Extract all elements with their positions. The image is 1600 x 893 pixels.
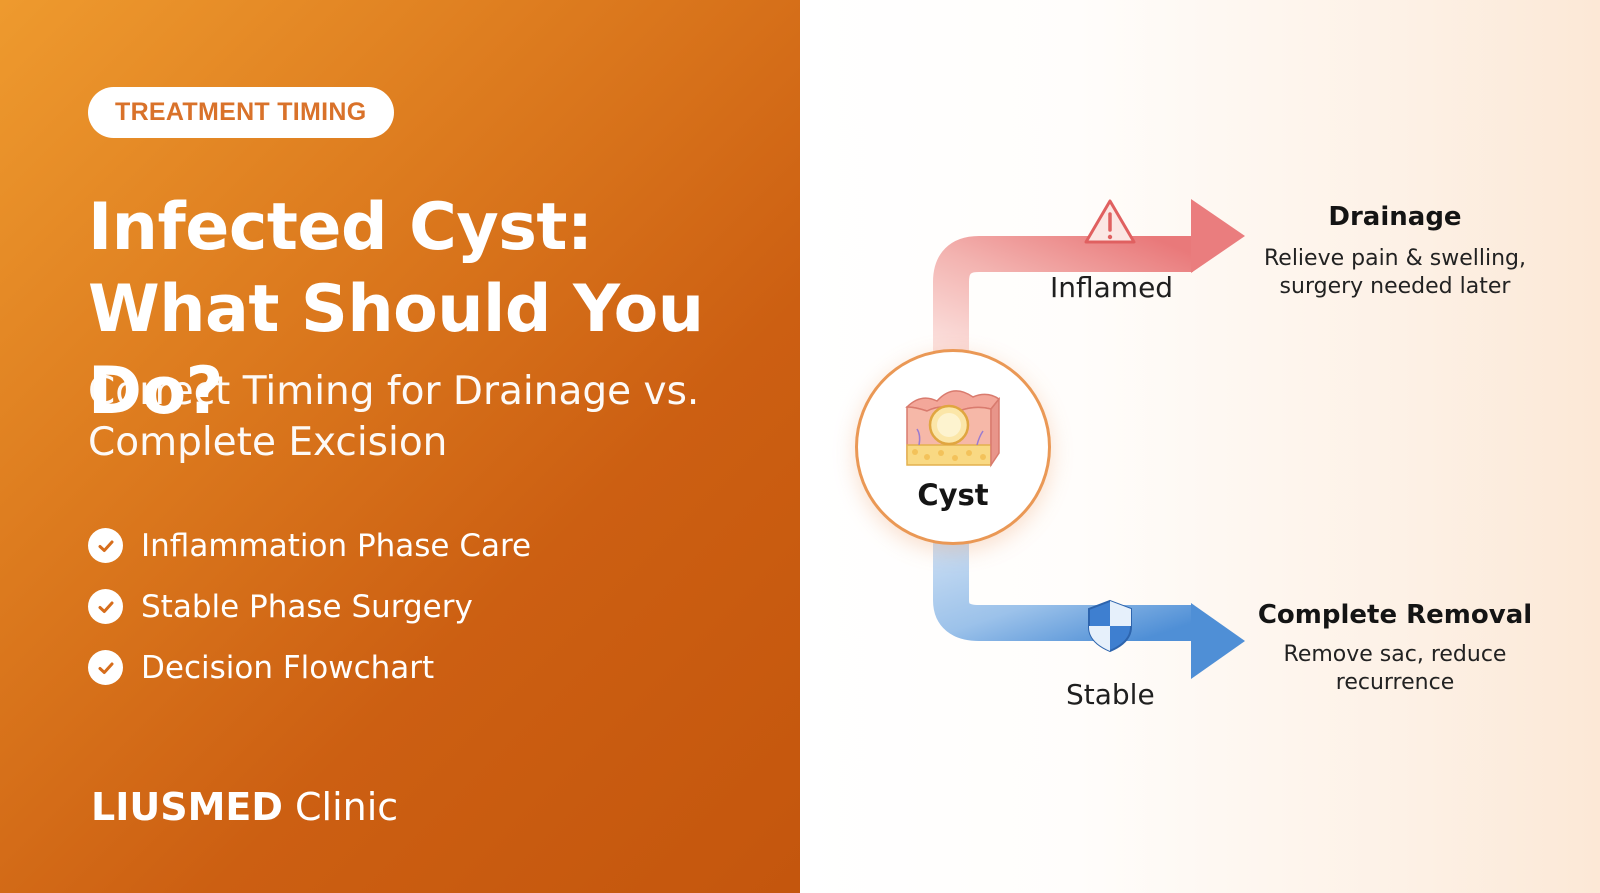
removal-description-line: Remove sac, reduce [1283, 642, 1507, 667]
brand-bold: LIUSMED [91, 785, 283, 829]
skin-cross-section-icon [905, 390, 1001, 468]
drainage-description-line: surgery needed later [1279, 274, 1511, 299]
cyst-label: Cyst [917, 478, 989, 512]
brand-rest: Clinic [282, 785, 399, 829]
checklist-label: Decision Flowchart [141, 649, 435, 686]
checklist-item: Stable Phase Surgery [88, 576, 531, 637]
badge-label: TREATMENT TIMING [115, 98, 367, 126]
removal-description-line: recurrence [1335, 670, 1455, 695]
drainage-title: Drainage [1328, 202, 1462, 232]
page-title: Infected Cyst: What Should You Do? [88, 190, 704, 429]
checklist-item: Inflammation Phase Care [88, 515, 531, 576]
page-subtitle: Correct Timing for Drainage vs. Complete… [88, 369, 700, 465]
complete-removal-description: Remove sac, reduce recurrence [1250, 641, 1540, 697]
shield-icon [1088, 599, 1132, 653]
stable-label: Stable [1066, 678, 1155, 711]
check-icon [88, 589, 123, 624]
checklist-label: Stable Phase Surgery [141, 588, 473, 625]
warning-triangle-icon [1084, 199, 1136, 244]
check-icon [88, 528, 123, 563]
checklist-label: Inflammation Phase Care [141, 527, 532, 564]
treatment-timing-badge: TREATMENT TIMING [88, 87, 394, 138]
checklist-item: Decision Flowchart [88, 637, 531, 698]
inflamed-label: Inflamed [1050, 271, 1174, 304]
drainage-description: Relieve pain & swelling, surgery needed … [1240, 245, 1550, 301]
cyst-node: Cyst [855, 349, 1051, 545]
check-icon [88, 650, 123, 685]
feature-checklist: Inflammation Phase Care Stable Phase Sur… [88, 515, 531, 698]
drainage-description-line: Relieve pain & swelling, [1263, 246, 1526, 271]
complete-removal-title: Complete Removal [1257, 600, 1533, 630]
inflamed-arrow [933, 199, 1245, 352]
stable-arrow [933, 542, 1245, 679]
left-panel: TREATMENT TIMING Infected Cyst: What Sho… [0, 0, 800, 893]
clinic-brand: LIUSMED Clinic [91, 785, 398, 829]
